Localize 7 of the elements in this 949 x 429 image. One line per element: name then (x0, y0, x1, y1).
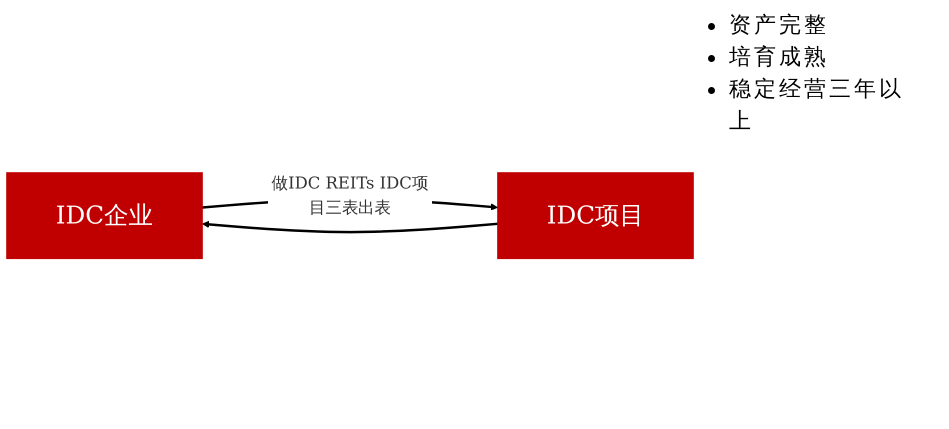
node-box: IDC项目 (497, 172, 694, 259)
bullet-text: 稳定经营三年以上 (729, 76, 905, 136)
arrow (202, 220, 498, 234)
node-box: IDC企业 (6, 172, 203, 259)
bullet-text: 培育成熟 (729, 44, 829, 72)
edge-label: 做IDC REITs IDC项目三表出表 (272, 172, 428, 218)
bullet-text: 资产完整 (729, 12, 829, 40)
